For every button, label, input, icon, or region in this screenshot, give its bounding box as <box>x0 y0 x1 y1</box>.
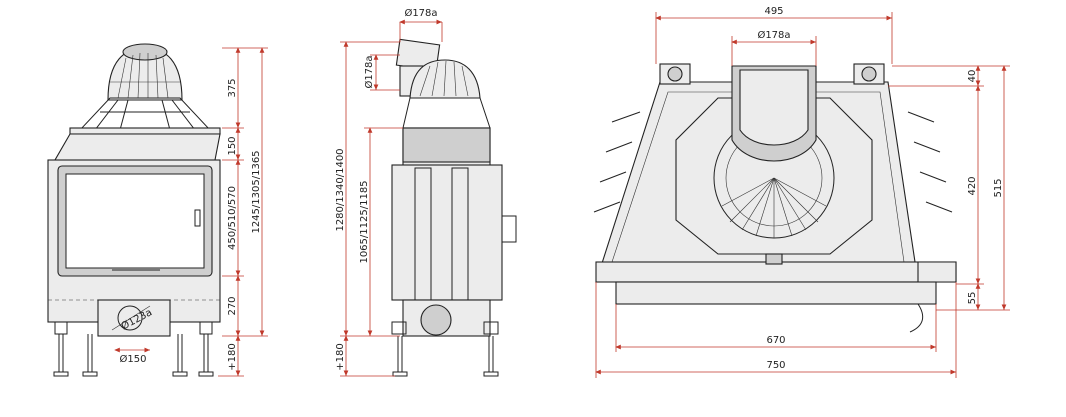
side-struts <box>402 97 491 129</box>
top-center-tab <box>765 253 783 265</box>
top-dim-55: 55 <box>967 292 978 305</box>
top-burner-ribs <box>721 177 827 238</box>
front-hood <box>54 133 221 161</box>
side-dim-flue-top: Ø178a <box>404 7 437 19</box>
top-dim-750: 750 <box>766 360 785 371</box>
top-cable <box>909 303 924 333</box>
top-dim-670: 670 <box>766 335 785 346</box>
top-dimensions <box>595 12 1010 378</box>
front-dim-leg: +180 <box>227 343 238 370</box>
top-view: 495 Ø178a 40 420 55 515 670 750 <box>593 6 1010 378</box>
front-dim-total: 1245/1305/1365 <box>251 150 262 233</box>
side-dimensions <box>340 19 443 377</box>
front-struts <box>79 97 211 131</box>
top-side-fins <box>593 111 953 213</box>
top-dim-495: 495 <box>764 6 783 17</box>
top-dim-flue: Ø178a <box>757 29 790 41</box>
side-dim-total: 1280/1340/1400 <box>335 148 346 231</box>
side-shell <box>391 164 503 301</box>
front-air-box <box>97 299 171 337</box>
front-air-inlet <box>117 305 143 331</box>
front-dim-375: 375 <box>227 78 238 97</box>
side-view: Ø178a Ø178a 1280/1340/1400 1065/1125/118… <box>335 7 517 377</box>
side-dim-lower: 1065/1125/1185 <box>359 180 370 263</box>
front-legs <box>53 321 214 377</box>
front-view: 375 150 450/510/570 270 +180 1245/1305/1… <box>47 43 268 377</box>
front-dome-ribs <box>110 52 180 99</box>
side-handle <box>501 215 517 243</box>
top-dim-40: 40 <box>967 70 978 83</box>
side-hood <box>402 127 491 163</box>
top-lugs <box>659 63 885 85</box>
side-dim-leg: +180 <box>335 343 346 370</box>
front-dim-150: 150 <box>227 136 238 155</box>
top-base-bar <box>595 261 957 283</box>
front-top-plate <box>69 127 221 135</box>
front-dim-window: 450/510/570 <box>227 186 238 250</box>
top-dim-515: 515 <box>993 178 1004 197</box>
front-dim-270: 270 <box>227 296 238 315</box>
front-glass <box>65 173 205 269</box>
top-dim-420: 420 <box>967 176 978 195</box>
front-door-handle <box>194 209 201 227</box>
front-dim-150-diameter: Ø150 <box>120 353 147 365</box>
side-air-inlet <box>420 304 452 336</box>
front-dome-cap <box>122 43 168 61</box>
top-octagon <box>675 97 873 255</box>
side-legs <box>391 321 499 377</box>
front-dimensions <box>114 47 268 377</box>
top-tray <box>615 281 937 305</box>
side-dim-flue-side: Ø178a <box>363 55 375 88</box>
